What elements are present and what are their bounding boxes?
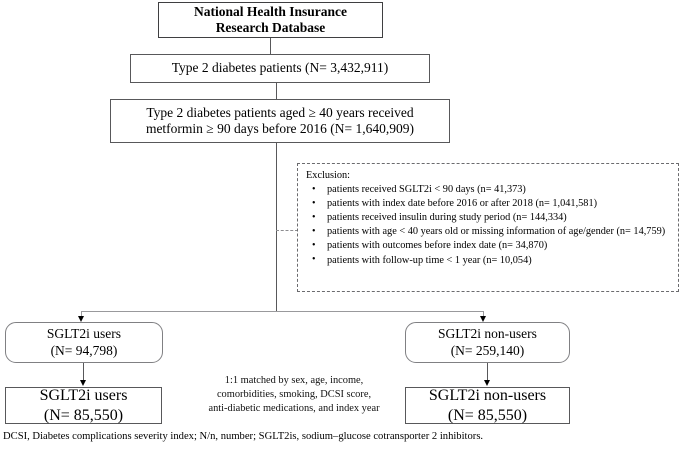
- node-users-pre-line-1: SGLT2i users: [46, 325, 122, 341]
- connector-split-left-drop: [81, 311, 82, 319]
- node-type2-diabetes-metformin-cohort: Type 2 diabetes patients aged ≥ 40 years…: [110, 99, 450, 143]
- node-sglt2i-nonusers-prematch: SGLT2i non-users (N= 259,140): [405, 322, 570, 363]
- arrowhead-icon-left-branch: [77, 316, 84, 322]
- node-cohort2-line-2: metformin ≥ 90 days before 2016 (N= 1,64…: [145, 121, 415, 136]
- connector-users-pre-to-post: [83, 363, 84, 382]
- node-nonusers-post-line-2: (N= 85,550): [447, 406, 528, 424]
- exclusion-item-text: patients with index date before 2016 or …: [327, 198, 598, 210]
- connector-exclusion-dashed: [276, 230, 298, 231]
- arrowhead-icon-nonusers-post: [483, 380, 490, 386]
- exclusion-item: • patients with age < 40 years old or mis…: [305, 225, 672, 239]
- match-note-line-3: anti-diabetic medications, and index yea…: [208, 403, 380, 415]
- node-users-post-line-2: (N= 85,550): [43, 406, 124, 424]
- arrowhead-icon-right-branch: [479, 316, 486, 322]
- node-cohort2-line-1: Type 2 diabetes patients aged ≥ 40 years…: [146, 104, 414, 120]
- bullet-icon: •: [312, 239, 316, 251]
- exclusion-item: • patients received insulin during study …: [305, 211, 672, 225]
- arrowhead-icon-users-post: [79, 380, 86, 386]
- node-nonusers-post-line-1: SGLT2i non-users: [428, 386, 547, 404]
- exclusion-item: • patients with follow-up time < 1 year (…: [305, 254, 672, 268]
- connector-split-bar: [81, 311, 484, 312]
- connector-main-spine: [276, 143, 277, 311]
- node-type2-diabetes-patients: Type 2 diabetes patients (N= 3,432,911): [130, 54, 430, 83]
- bullet-icon: •: [312, 197, 316, 209]
- connector-split-right-drop: [483, 311, 484, 319]
- bullet-icon: •: [312, 183, 316, 195]
- match-note-line-1: 1:1 matched by sex, age, income,: [224, 375, 364, 386]
- connector-nonusers-pre-to-post: [487, 363, 488, 382]
- exclusion-item-text: patients received SGLT2i < 90 days (n= 4…: [327, 184, 526, 196]
- node-sglt2i-nonusers-postmatch: SGLT2i non-users (N= 85,550): [405, 387, 570, 424]
- node-users-pre-line-2: (N= 94,798): [50, 342, 118, 358]
- node-national-health-insurance-research-database: National Health Insurance Research Datab…: [158, 2, 383, 38]
- exclusion-item: • patients received SGLT2i < 90 days (n= …: [305, 183, 672, 197]
- node-cohort1-line-1: Type 2 diabetes patients (N= 3,432,911): [171, 60, 389, 76]
- node-sglt2i-users-prematch: SGLT2i users (N= 94,798): [5, 322, 163, 363]
- connector-title-to-cohort1: [270, 38, 271, 54]
- matching-annotation: 1:1 matched by sex, age, income, comorbi…: [178, 374, 410, 416]
- exclusion-item-text: patients with follow-up time < 1 year (n…: [327, 254, 532, 266]
- exclusion-item: • patients with index date before 2016 or…: [305, 197, 672, 211]
- node-nonusers-pre-line-1: SGLT2i non-users: [438, 325, 537, 341]
- figure-footnote: DCSI, Diabetes complications severity in…: [3, 431, 484, 442]
- node-nonusers-pre-line-2: (N= 259,140): [450, 342, 525, 358]
- bullet-icon: •: [312, 225, 316, 237]
- node-sglt2i-users-postmatch: SGLT2i users (N= 85,550): [5, 387, 162, 424]
- connector-cohort1-to-cohort2: [276, 83, 277, 99]
- match-note-line-2: comorbidities, smoking, DCSI score,: [216, 389, 372, 401]
- bullet-icon: •: [312, 254, 316, 266]
- exclusion-item-text: patients with outcomes before index date…: [327, 240, 548, 252]
- node-title-line-2: Research Database: [215, 20, 326, 35]
- node-users-post-line-1: SGLT2i users: [39, 386, 128, 404]
- exclusion-item-text: patients received insulin during study p…: [327, 212, 567, 224]
- exclusion-item: • patients with outcomes before index dat…: [305, 239, 672, 253]
- exclusion-heading: Exclusion:: [306, 170, 351, 181]
- node-title-line-1: National Health Insurance: [193, 3, 347, 19]
- exclusion-item-text: patients with age < 40 years old or miss…: [327, 226, 666, 238]
- exclusion-list: • patients received SGLT2i < 90 days (n= …: [305, 183, 672, 268]
- bullet-icon: •: [312, 211, 316, 223]
- node-exclusion-criteria: Exclusion: • patients received SGLT2i < 9…: [297, 163, 679, 292]
